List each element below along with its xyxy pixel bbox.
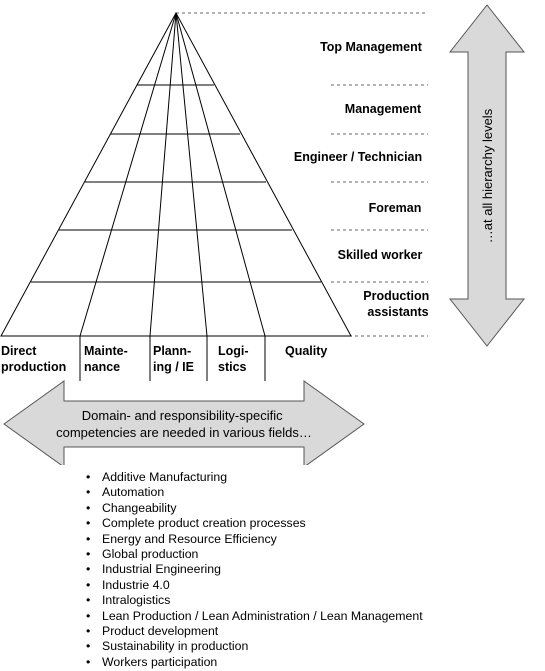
list-item: Additive Manufacturing [84, 470, 423, 486]
vertical-arrow-label: …at all hierarchy levels [480, 108, 495, 243]
field-label-planning: Plann- ing / IE [153, 344, 195, 374]
list-item: Global production [84, 547, 423, 563]
field-label-maintenance: Mainte- nance [84, 344, 131, 374]
pyramid-diagram: Top Management Management Engineer / Tec… [0, 4, 526, 465]
list-item: Complete product creation processes [84, 516, 423, 532]
competency-topic-list: Additive Manufacturing Automation Change… [84, 470, 423, 671]
list-item: Intralogistics [84, 593, 423, 609]
list-item: Energy and Resource Efficiency [84, 532, 423, 548]
pyramid [0, 11, 352, 381]
level-label-skilled-worker: Skilled worker [338, 248, 423, 262]
level-label-engineer: Engineer / Technician [294, 150, 422, 164]
level-label-foreman: Foreman [369, 201, 422, 215]
list-item: Lean Production / Lean Administration / … [84, 609, 423, 625]
list-item: Workers participation [84, 655, 423, 671]
level-label-top-management: Top Management [320, 40, 423, 54]
list-item: Industrial Engineering [84, 562, 423, 578]
field-labels: Direct production Mainte- nance Plann- i… [1, 344, 327, 374]
horizontal-arrow-label: Domain- and responsibility-specific comp… [56, 408, 312, 440]
vertical-double-arrow: …at all hierarchy levels [448, 4, 526, 347]
list-item: Automation [84, 485, 423, 501]
list-item: Changeability [84, 501, 423, 517]
list-item: Product development [84, 624, 423, 640]
field-label-quality: Quality [285, 344, 327, 358]
field-label-logistics: Logi- stics [218, 344, 252, 374]
list-item: Sustainability in production [84, 639, 423, 655]
level-guides [176, 12, 428, 337]
hierarchy-labels: Top Management Management Engineer / Tec… [294, 40, 432, 319]
field-label-direct-production: Direct production [1, 344, 66, 374]
level-label-management: Management [345, 102, 422, 116]
horizontal-double-arrow: Domain- and responsibility-specific comp… [3, 380, 365, 465]
list-item: Industrie 4.0 [84, 578, 423, 594]
level-label-production-assistants: Production assistants [363, 289, 432, 319]
